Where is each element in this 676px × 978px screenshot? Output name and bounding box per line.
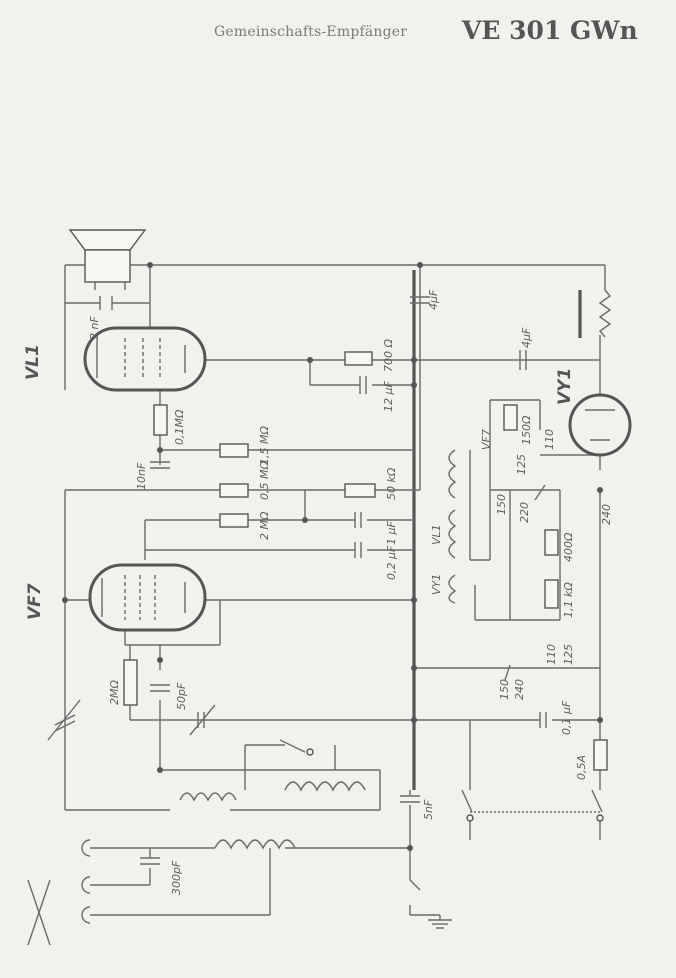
label-c-12uf: 12 µF — [382, 381, 395, 412]
ground-icon — [428, 915, 452, 929]
label-c-4uf-right: 4µF — [520, 327, 533, 348]
label-r-15m: 1,5 MΩ — [258, 426, 271, 465]
label-fuse: 0,5A — [575, 755, 588, 780]
label-r-50k: 50 kΩ — [385, 467, 398, 500]
tube-vy1 — [568, 393, 632, 457]
label-tap-240a: 240 — [600, 504, 613, 525]
label-r-11k: 1,1 kΩ — [562, 582, 575, 618]
tube-vl1 — [83, 326, 207, 392]
tube-vf7 — [88, 563, 207, 632]
label-tap-125a: 125 — [515, 454, 528, 475]
wiring — [64, 264, 606, 916]
resistors — [123, 289, 612, 771]
label-c-02uf: 0,2 µF — [385, 545, 398, 580]
label-c-5nf: 5nF — [422, 799, 435, 820]
label-r-2m: 2 MΩ — [258, 511, 271, 540]
label-heater-vf7: VF7 — [480, 429, 493, 450]
label-tap-150a: 150 — [495, 494, 508, 515]
switches — [279, 484, 604, 822]
label-c-50pf: 50pF — [175, 682, 188, 710]
label-r-700: 700 Ω — [382, 339, 395, 372]
speaker-icon — [68, 229, 147, 283]
component-labels: 2 nF 4µF 4µF 700 Ω 12 µF 0,1MΩ 10nF 1,5 … — [88, 289, 613, 895]
label-c-1uf: 1 µF — [385, 521, 398, 545]
label-heater-vy1: VY1 — [430, 574, 443, 595]
label-c-4uf-top: 4µF — [427, 289, 440, 310]
label-tap-220: 220 — [518, 502, 531, 523]
label-tap-110a: 110 — [543, 429, 556, 450]
junction-dots — [62, 262, 603, 851]
tube-label-vf7: VF7 — [25, 583, 45, 620]
label-r-150: 150Ω — [520, 415, 533, 445]
tube-label-vy1: VY1 — [555, 368, 575, 405]
label-r-05m: 0,5 MΩ — [258, 461, 271, 500]
label-c-10nf: 10nF — [135, 462, 148, 490]
capacitors — [47, 296, 547, 865]
label-c-300pf: 300pF — [170, 860, 183, 895]
label-r-400: 400Ω — [562, 532, 575, 562]
label-r-2m-grid: 2MΩ — [108, 680, 121, 705]
antenna-icon — [27, 839, 91, 946]
tube-labels: VL1 VF7 VY1 — [23, 344, 575, 620]
label-heater-vl1: VL1 — [430, 524, 443, 545]
label-tap-125b: 125 — [562, 644, 575, 665]
coils — [179, 449, 457, 850]
label-c-2nf: 2 nF — [88, 316, 101, 340]
title-subtitle: Gemeinschafts-Empfänger — [214, 24, 408, 40]
title-model: VE 301 GWn — [462, 16, 638, 45]
tube-label-vl1: VL1 — [23, 344, 43, 380]
schematic-title: Gemeinschafts-Empfänger VE 301 GWn — [0, 14, 676, 54]
label-tap-110b: 110 — [545, 644, 558, 665]
label-tap-240b: 240 — [513, 679, 526, 700]
label-tap-150b: 150 — [498, 679, 511, 700]
label-c-01uf: 0,1 µF — [560, 700, 573, 735]
label-r-01m: 0,1MΩ — [173, 409, 186, 445]
